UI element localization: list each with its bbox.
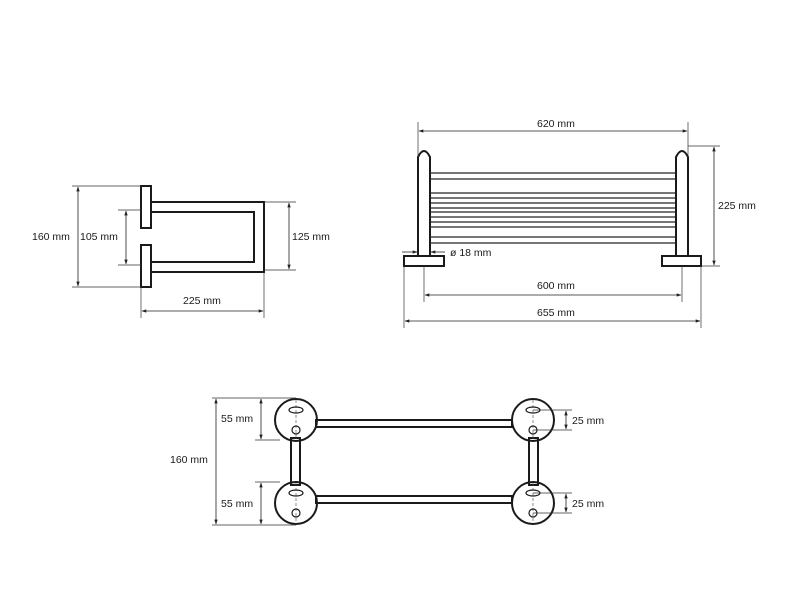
front-label-height: 225 mm xyxy=(718,200,756,212)
front-label-total-width: 655 mm xyxy=(537,307,575,319)
top-view: 160 mm 55 mm 55 mm 25 mm 25 mm xyxy=(170,397,604,526)
front-label-inner-width: 600 mm xyxy=(537,280,575,292)
top-label-lower-right: 25 mm xyxy=(572,498,604,510)
top-rail-lower xyxy=(315,495,513,504)
top-rosette-upper-left xyxy=(274,398,318,442)
top-label-total-height: 160 mm xyxy=(170,454,208,466)
side-wall-plate-top xyxy=(140,185,152,229)
top-rosette-lower-right xyxy=(511,481,555,525)
top-rosette-lower-left xyxy=(274,481,318,525)
side-wall-plate-bottom xyxy=(140,244,152,288)
front-view: 620 mm 225 mm ø 18 mm 600 mm 655 mm xyxy=(402,118,756,328)
top-label-upper-right: 25 mm xyxy=(572,415,604,427)
side-label-depth: 225 mm xyxy=(183,295,221,307)
top-rail-right xyxy=(528,437,539,486)
top-rail-upper xyxy=(315,419,513,428)
side-label-inner-height: 105 mm xyxy=(80,231,118,243)
top-rosette-upper-right xyxy=(511,398,555,442)
front-rails xyxy=(429,172,677,244)
front-post-left xyxy=(417,150,431,256)
front-label-diameter: ø 18 mm xyxy=(450,247,492,259)
side-label-total-height: 160 mm xyxy=(32,231,70,243)
front-label-top-width: 620 mm xyxy=(537,118,575,130)
top-rail-left xyxy=(290,437,301,486)
front-base-left xyxy=(403,255,445,267)
front-base-right xyxy=(661,255,702,267)
side-view: 160 mm 105 mm 125 mm 225 mm xyxy=(32,185,330,318)
side-rail-inner xyxy=(151,211,255,263)
top-label-lower-left: 55 mm xyxy=(221,498,253,510)
front-post-right xyxy=(675,150,689,256)
top-label-upper-left: 55 mm xyxy=(221,413,253,425)
side-label-rail-height: 125 mm xyxy=(292,231,330,243)
side-rail-outer xyxy=(151,201,265,273)
